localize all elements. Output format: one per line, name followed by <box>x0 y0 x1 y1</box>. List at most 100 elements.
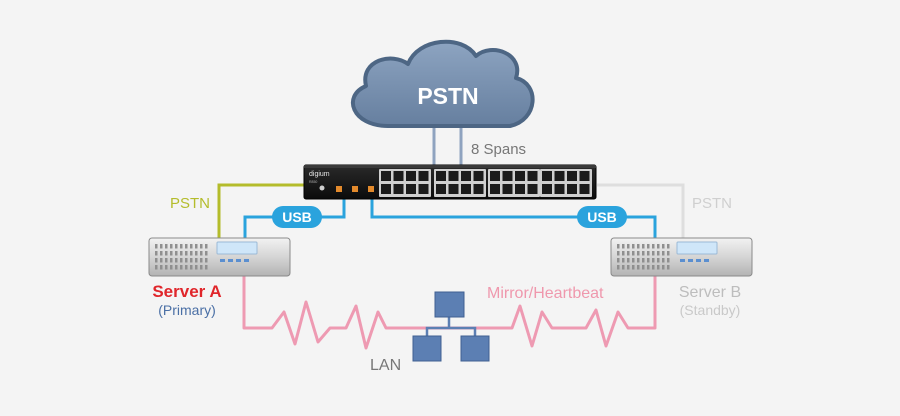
usb-right-line <box>370 195 657 238</box>
vent-slot <box>155 244 158 249</box>
vent-slot <box>667 251 670 256</box>
vent-slot <box>175 265 178 270</box>
vent-slot <box>170 251 173 256</box>
server-a-chassis <box>148 237 291 277</box>
power-led-icon <box>319 185 325 191</box>
vent-slot <box>637 251 640 256</box>
ethernet-port <box>542 171 552 181</box>
usb-right-label: USB <box>587 209 617 225</box>
ethernet-port <box>406 171 416 181</box>
ethernet-port <box>579 171 590 181</box>
vent-slot <box>205 265 208 270</box>
vent-slot <box>617 258 620 263</box>
vent-slot <box>200 251 203 256</box>
port-block <box>540 169 592 197</box>
usb-right-badge <box>577 206 627 228</box>
vent-slot <box>185 244 188 249</box>
cloud-label: PSTN <box>417 83 478 109</box>
server-b-chassis <box>610 237 753 277</box>
port-block <box>434 169 486 197</box>
vent-slot <box>160 265 163 270</box>
vent-slot <box>170 258 173 263</box>
ethernet-port <box>461 184 471 194</box>
vent-slot <box>180 244 183 249</box>
vent-slot <box>155 251 158 256</box>
vent-slot <box>180 265 183 270</box>
ethernet-port <box>554 171 565 181</box>
ethernet-port <box>579 184 590 194</box>
ethernet-port <box>448 171 459 181</box>
vent-slot <box>627 251 630 256</box>
ethernet-port <box>490 184 500 194</box>
ethernet-port <box>502 171 513 181</box>
ethernet-port <box>436 184 446 194</box>
server-a-vents <box>155 244 208 270</box>
vent-slot <box>185 258 188 263</box>
vent-slot <box>642 258 645 263</box>
vent-slot <box>647 258 650 263</box>
ethernet-port <box>490 171 500 181</box>
ethernet-port <box>473 184 484 194</box>
lan-label: LAN <box>370 357 401 374</box>
vent-slot <box>617 244 620 249</box>
vent-slot <box>637 258 640 263</box>
ethernet-port <box>515 184 525 194</box>
vent-slot <box>195 251 198 256</box>
vent-slot <box>627 258 630 263</box>
vent-slot <box>637 265 640 270</box>
vent-slot <box>200 244 203 249</box>
vent-slot <box>622 258 625 263</box>
vent-slot <box>155 258 158 263</box>
vent-slot <box>185 265 188 270</box>
vent-slot <box>205 258 208 263</box>
vent-slot <box>662 258 665 263</box>
ethernet-port <box>473 171 484 181</box>
server-a-display <box>216 241 258 255</box>
device-model: R850 <box>309 180 317 184</box>
ethernet-port <box>418 184 429 194</box>
vent-slot <box>180 251 183 256</box>
vent-slot <box>667 258 670 263</box>
vent-slot <box>657 251 660 256</box>
ethernet-port <box>461 171 471 181</box>
ethernet-port <box>567 171 577 181</box>
ethernet-port <box>393 184 404 194</box>
vent-slot <box>657 265 660 270</box>
vent-slot <box>617 251 620 256</box>
vent-slot <box>190 258 193 263</box>
vent-slot <box>652 251 655 256</box>
vent-slot <box>160 244 163 249</box>
vent-slot <box>195 258 198 263</box>
vent-slot <box>632 251 635 256</box>
pstn-left-line <box>217 183 306 238</box>
vent-slot <box>667 265 670 270</box>
server-b-vents <box>617 244 670 270</box>
port-block <box>488 169 540 197</box>
ethernet-port <box>406 184 416 194</box>
vent-slot <box>205 244 208 249</box>
vent-slot <box>642 251 645 256</box>
device-brand: digium <box>309 171 330 178</box>
vent-slot <box>200 258 203 263</box>
usb-left-label: USB <box>282 209 312 225</box>
vent-slot <box>652 258 655 263</box>
ethernet-port-group <box>379 169 592 197</box>
port-block <box>379 169 431 197</box>
server-b-name: Server B <box>679 284 741 301</box>
mirror-heartbeat-label: Mirror/Heartbeat <box>487 285 604 302</box>
lan-switch-box <box>434 291 465 318</box>
ethernet-port <box>436 171 446 181</box>
vent-slot <box>185 251 188 256</box>
ethernet-port <box>527 171 538 181</box>
vent-slot <box>662 251 665 256</box>
usb-port-3 <box>368 186 374 192</box>
ethernet-port <box>527 184 538 194</box>
vent-slot <box>190 251 193 256</box>
vent-slot <box>642 244 645 249</box>
ethernet-port <box>554 184 565 194</box>
vent-slot <box>160 251 163 256</box>
ethernet-port <box>418 171 429 181</box>
server-a-role: (Primary) <box>158 302 216 318</box>
vent-slot <box>622 251 625 256</box>
